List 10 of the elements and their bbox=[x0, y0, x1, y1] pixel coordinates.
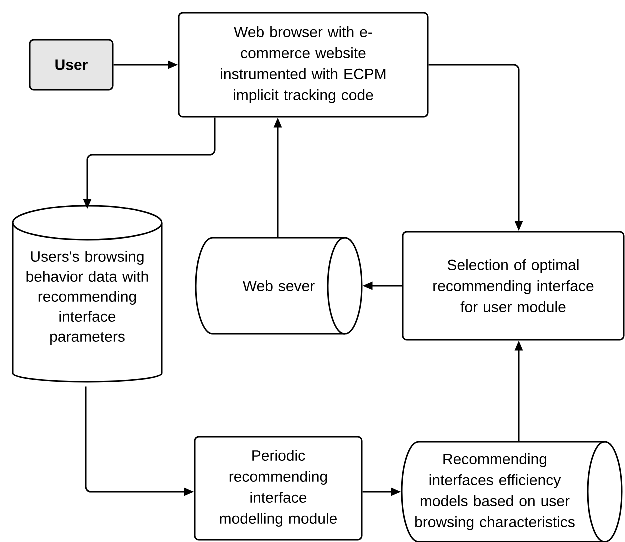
node-label: Recommending interfaces efficiency models based on user browsing characteristics bbox=[416, 454, 575, 530]
node-label: Users's browsing behavior data with recommending interface parameters bbox=[26, 251, 148, 345]
storage-cylinder: Recommending interfaces efficiency models based on user browsing characteristics bbox=[401, 441, 623, 542]
process-box: Selection of optimal recommending interface for user module bbox=[402, 231, 625, 341]
database-cylinder: Users's browsing behavior data with recommending interface parameters bbox=[12, 205, 163, 383]
actor-box: User bbox=[29, 39, 114, 91]
process-box: Web browser with e-commerce website instrumented with ECPM implicit tracking code bbox=[178, 12, 429, 118]
process-box: Periodic recommending interface modelling module bbox=[194, 436, 363, 541]
node-label: Web sever bbox=[242, 280, 315, 292]
storage-cylinder: Web sever bbox=[195, 237, 363, 335]
